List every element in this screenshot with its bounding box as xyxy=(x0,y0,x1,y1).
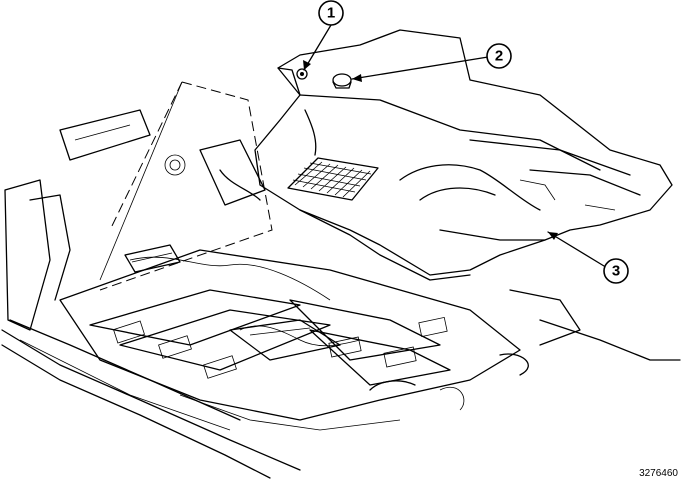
callout-3-label: 3 xyxy=(612,263,620,280)
floor-pan xyxy=(1,109,681,479)
callout-2-label: 2 xyxy=(495,48,503,65)
fastener xyxy=(296,68,308,80)
floor-carpet xyxy=(254,29,673,281)
callout-3: 3 xyxy=(603,258,629,284)
callout-2: 2 xyxy=(486,43,512,69)
cutaway-outline xyxy=(99,81,273,291)
callout-1-label: 1 xyxy=(327,5,335,22)
figure-id: 3276460 xyxy=(639,468,678,479)
callout-1: 1 xyxy=(318,0,344,26)
heel-pad-mesh xyxy=(292,161,372,198)
plug xyxy=(332,73,352,89)
heel-pad xyxy=(287,157,379,201)
callout-leaders xyxy=(303,24,605,267)
